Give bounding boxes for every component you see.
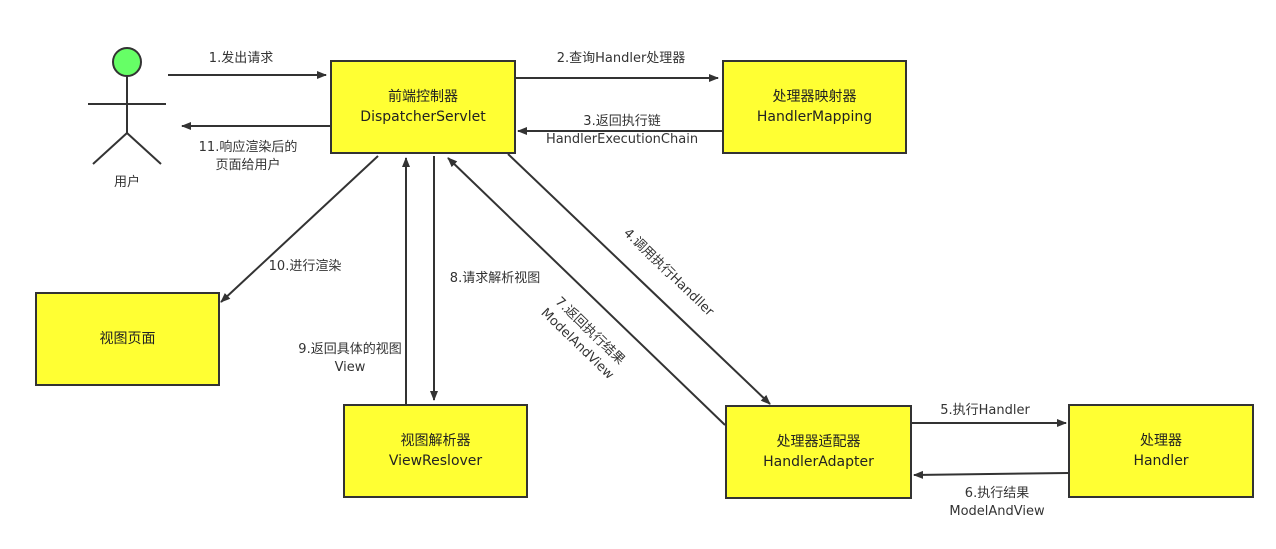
arrow-4-invoke-handler: [507, 153, 771, 405]
edge-label-2: 2.查询Handler处理器: [536, 50, 706, 68]
edge-label-3-line2: HandlerExecutionChain: [545, 132, 699, 147]
edge-label-1-text: 1.发出请求: [208, 51, 274, 66]
edge-label-6-line2: ModelAndView: [949, 504, 1045, 519]
user-actor-figure: [88, 47, 166, 165]
actor-left-leg: [92, 132, 128, 165]
arrow-6-execution-result: [913, 470, 1069, 479]
dispatcher-subtitle: DispatcherServlet: [360, 109, 486, 125]
dispatcher-title: 前端控制器: [388, 89, 458, 105]
handler-title: 处理器: [1140, 433, 1182, 449]
handler-adapter-title: 处理器适配器: [776, 434, 861, 450]
edge-label-11: 11.响应渲染后的 页面给用户: [178, 139, 318, 175]
handler-adapter-subtitle: HandlerAdapter: [763, 454, 874, 470]
view-page-box: 视图页面: [35, 292, 220, 386]
edge-label-9-line1: 9.返回具体的视图: [298, 342, 402, 357]
user-label-text: 用户: [113, 175, 140, 190]
edge-label-10-text: 10.进行渲染: [268, 259, 342, 274]
edge-label-2-text: 2.查询Handler处理器: [556, 51, 686, 66]
edge-label-5-text: 5.执行Handler: [940, 403, 1030, 418]
handler-mapping-subtitle: HandlerMapping: [756, 109, 873, 125]
dispatcher-servlet-box: 前端控制器 DispatcherServlet: [330, 60, 516, 154]
edge-label-9: 9.返回具体的视图 View: [280, 341, 420, 377]
handler-subtitle: Handler: [1133, 453, 1189, 469]
edge-label-3: 3.返回执行链 HandlerExecutionChain: [530, 113, 714, 149]
actor-head: [112, 47, 142, 77]
view-page-title: 视图页面: [99, 331, 156, 347]
edge-label-1: 1.发出请求: [186, 50, 296, 68]
edge-label-6: 6.执行结果 ModelAndView: [934, 485, 1060, 521]
view-resolver-title: 视图解析器: [400, 433, 471, 449]
view-resolver-subtitle: ViewReslover: [388, 453, 483, 469]
handler-mapping-box: 处理器映射器 HandlerMapping: [722, 60, 907, 154]
handler-mapping-title: 处理器映射器: [772, 89, 857, 105]
edge-label-11-line1: 11.响应渲染后的: [198, 140, 298, 155]
arrow-7-return-result: [447, 157, 726, 426]
actor-right-leg: [126, 132, 162, 165]
edge-label-8: 8.请求解析视图: [440, 270, 550, 288]
edge-label-3-line1: 3.返回执行链: [583, 114, 661, 129]
handler-box: 处理器 Handler: [1068, 404, 1254, 498]
edge-label-8-text: 8.请求解析视图: [449, 271, 541, 286]
user-actor-label: 用户: [107, 174, 147, 192]
edge-label-6-line1: 6.执行结果: [964, 486, 1030, 501]
view-resolver-box: 视图解析器 ViewReslover: [343, 404, 528, 498]
handler-adapter-box: 处理器适配器 HandlerAdapter: [725, 405, 912, 499]
edge-label-9-line2: View: [334, 360, 366, 375]
edge-label-11-line2: 页面给用户: [215, 158, 281, 173]
edge-label-5: 5.执行Handler: [925, 402, 1045, 420]
edge-label-10: 10.进行渲染: [255, 258, 355, 276]
arrow-10-render: [220, 155, 379, 303]
